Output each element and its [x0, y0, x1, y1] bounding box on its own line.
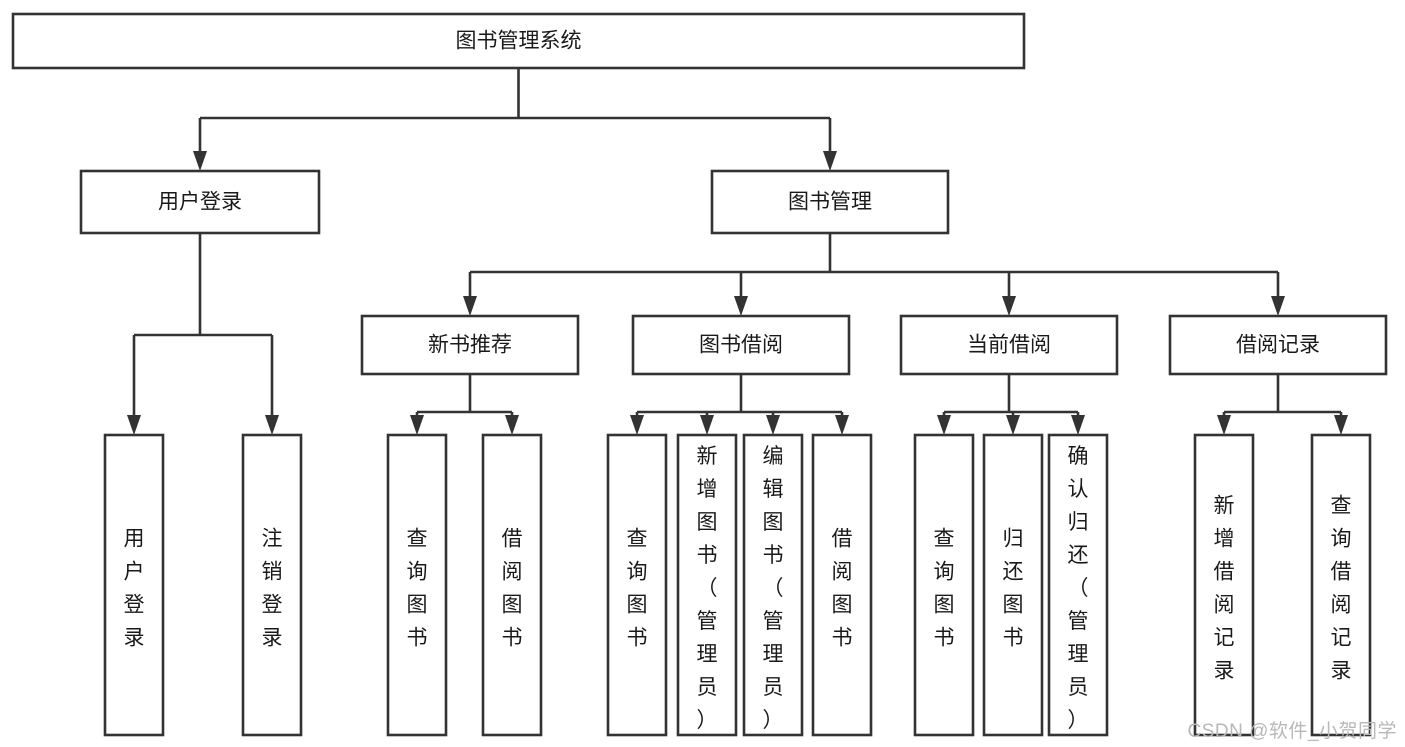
arrow-head-icon [1217, 415, 1231, 435]
node-box [606, 433, 668, 737]
node-box [103, 433, 165, 737]
arrow-head-icon [410, 415, 424, 435]
node-leaf-confirm-return-admin[interactable]: 确认归还（管理员） [1047, 433, 1109, 737]
node-label: 图书管理 [788, 191, 872, 214]
arrow-head-icon [1334, 415, 1348, 435]
arrow-head-icon [835, 415, 849, 435]
node-leaf-query-borrow-record[interactable]: 查询借阅记录 [1310, 433, 1372, 737]
node-label: 查询借阅记录 [1331, 494, 1352, 682]
arrow-head-icon [265, 415, 279, 435]
connectors-layer [127, 68, 1348, 435]
node-box [1193, 433, 1255, 737]
node-box [811, 433, 873, 737]
node-label: 查询图书 [934, 527, 955, 649]
arrow-head-icon [937, 415, 951, 435]
node-box [631, 314, 851, 376]
arrow-head-icon [1006, 415, 1020, 435]
node-root-root[interactable]: 图书管理系统 [11, 12, 1026, 70]
node-borrow-record[interactable]: 借阅记录 [1168, 314, 1388, 376]
node-leaf-add-book-admin[interactable]: 新增图书（管理员） [676, 433, 738, 737]
node-leaf-add-borrow-record[interactable]: 新增借阅记录 [1193, 433, 1255, 737]
node-user-login[interactable]: 用户登录 [79, 169, 321, 235]
node-label: 归还图书 [1003, 527, 1024, 649]
node-leaf-query-book-rec[interactable]: 查询图书 [386, 433, 448, 737]
node-box [386, 433, 448, 737]
arrow-head-icon [630, 415, 644, 435]
node-label: 查询图书 [407, 527, 428, 649]
node-label: 借阅记录 [1236, 334, 1320, 357]
node-box [982, 433, 1044, 737]
arrow-head-icon [127, 415, 141, 435]
arrow-head-icon [1271, 296, 1285, 316]
node-label: 编辑图书（管理员） [763, 445, 784, 732]
node-box [1047, 433, 1109, 737]
arrow-head-icon [505, 415, 519, 435]
nodes-layer: 图书管理系统用户登录图书管理新书推荐图书借阅当前借阅借阅记录用户登录注销登录查询… [11, 12, 1388, 737]
arrow-head-icon [1071, 415, 1085, 435]
arrow-head-icon [823, 151, 837, 171]
node-box [481, 433, 543, 737]
node-current-borrow[interactable]: 当前借阅 [899, 314, 1119, 376]
node-label: 当前借阅 [967, 334, 1051, 357]
node-label: 借阅图书 [832, 527, 853, 649]
node-box [360, 314, 580, 376]
node-label: 图书借阅 [699, 334, 783, 357]
arrow-head-icon [193, 151, 207, 171]
arrow-head-icon [766, 415, 780, 435]
node-box [1310, 433, 1372, 737]
node-book-manage[interactable]: 图书管理 [710, 169, 950, 235]
node-box [676, 433, 738, 737]
node-label: 新书推荐 [428, 334, 512, 357]
arrow-head-icon [463, 296, 477, 316]
arrow-head-icon [700, 415, 714, 435]
node-box [913, 433, 975, 737]
node-box [11, 12, 1026, 70]
node-label: 图书管理系统 [456, 30, 582, 53]
node-leaf-edit-book-admin[interactable]: 编辑图书（管理员） [742, 433, 804, 737]
node-leaf-user-login[interactable]: 用户登录 [103, 433, 165, 737]
node-box [1168, 314, 1388, 376]
node-box [899, 314, 1119, 376]
node-leaf-query-book-borrow[interactable]: 查询图书 [606, 433, 668, 737]
node-leaf-query-book-cur[interactable]: 查询图书 [913, 433, 975, 737]
node-box [241, 433, 303, 737]
node-label: 新增借阅记录 [1214, 494, 1235, 682]
node-leaf-borrow-book[interactable]: 借阅图书 [811, 433, 873, 737]
node-label: 用户登录 [158, 191, 242, 214]
node-box [79, 169, 321, 235]
node-label: 新增图书（管理员） [697, 445, 718, 732]
csdn-watermark: CSDN @软件_小贺同学 [1187, 721, 1397, 742]
arrow-head-icon [1002, 296, 1016, 316]
node-leaf-user-logout[interactable]: 注销登录 [241, 433, 303, 737]
node-box [710, 169, 950, 235]
node-leaf-return-book[interactable]: 归还图书 [982, 433, 1044, 737]
arrow-head-icon [734, 296, 748, 316]
node-label: 查询图书 [627, 527, 648, 649]
node-label: 注销登录 [262, 527, 283, 649]
node-box [742, 433, 804, 737]
node-label: 用户登录 [124, 527, 145, 649]
node-leaf-borrow-book-rec[interactable]: 借阅图书 [481, 433, 543, 737]
node-label: 借阅图书 [502, 527, 523, 649]
node-book-borrow[interactable]: 图书借阅 [631, 314, 851, 376]
node-label: 确认归还（管理员） [1068, 445, 1089, 732]
node-new-book-recommend[interactable]: 新书推荐 [360, 314, 580, 376]
